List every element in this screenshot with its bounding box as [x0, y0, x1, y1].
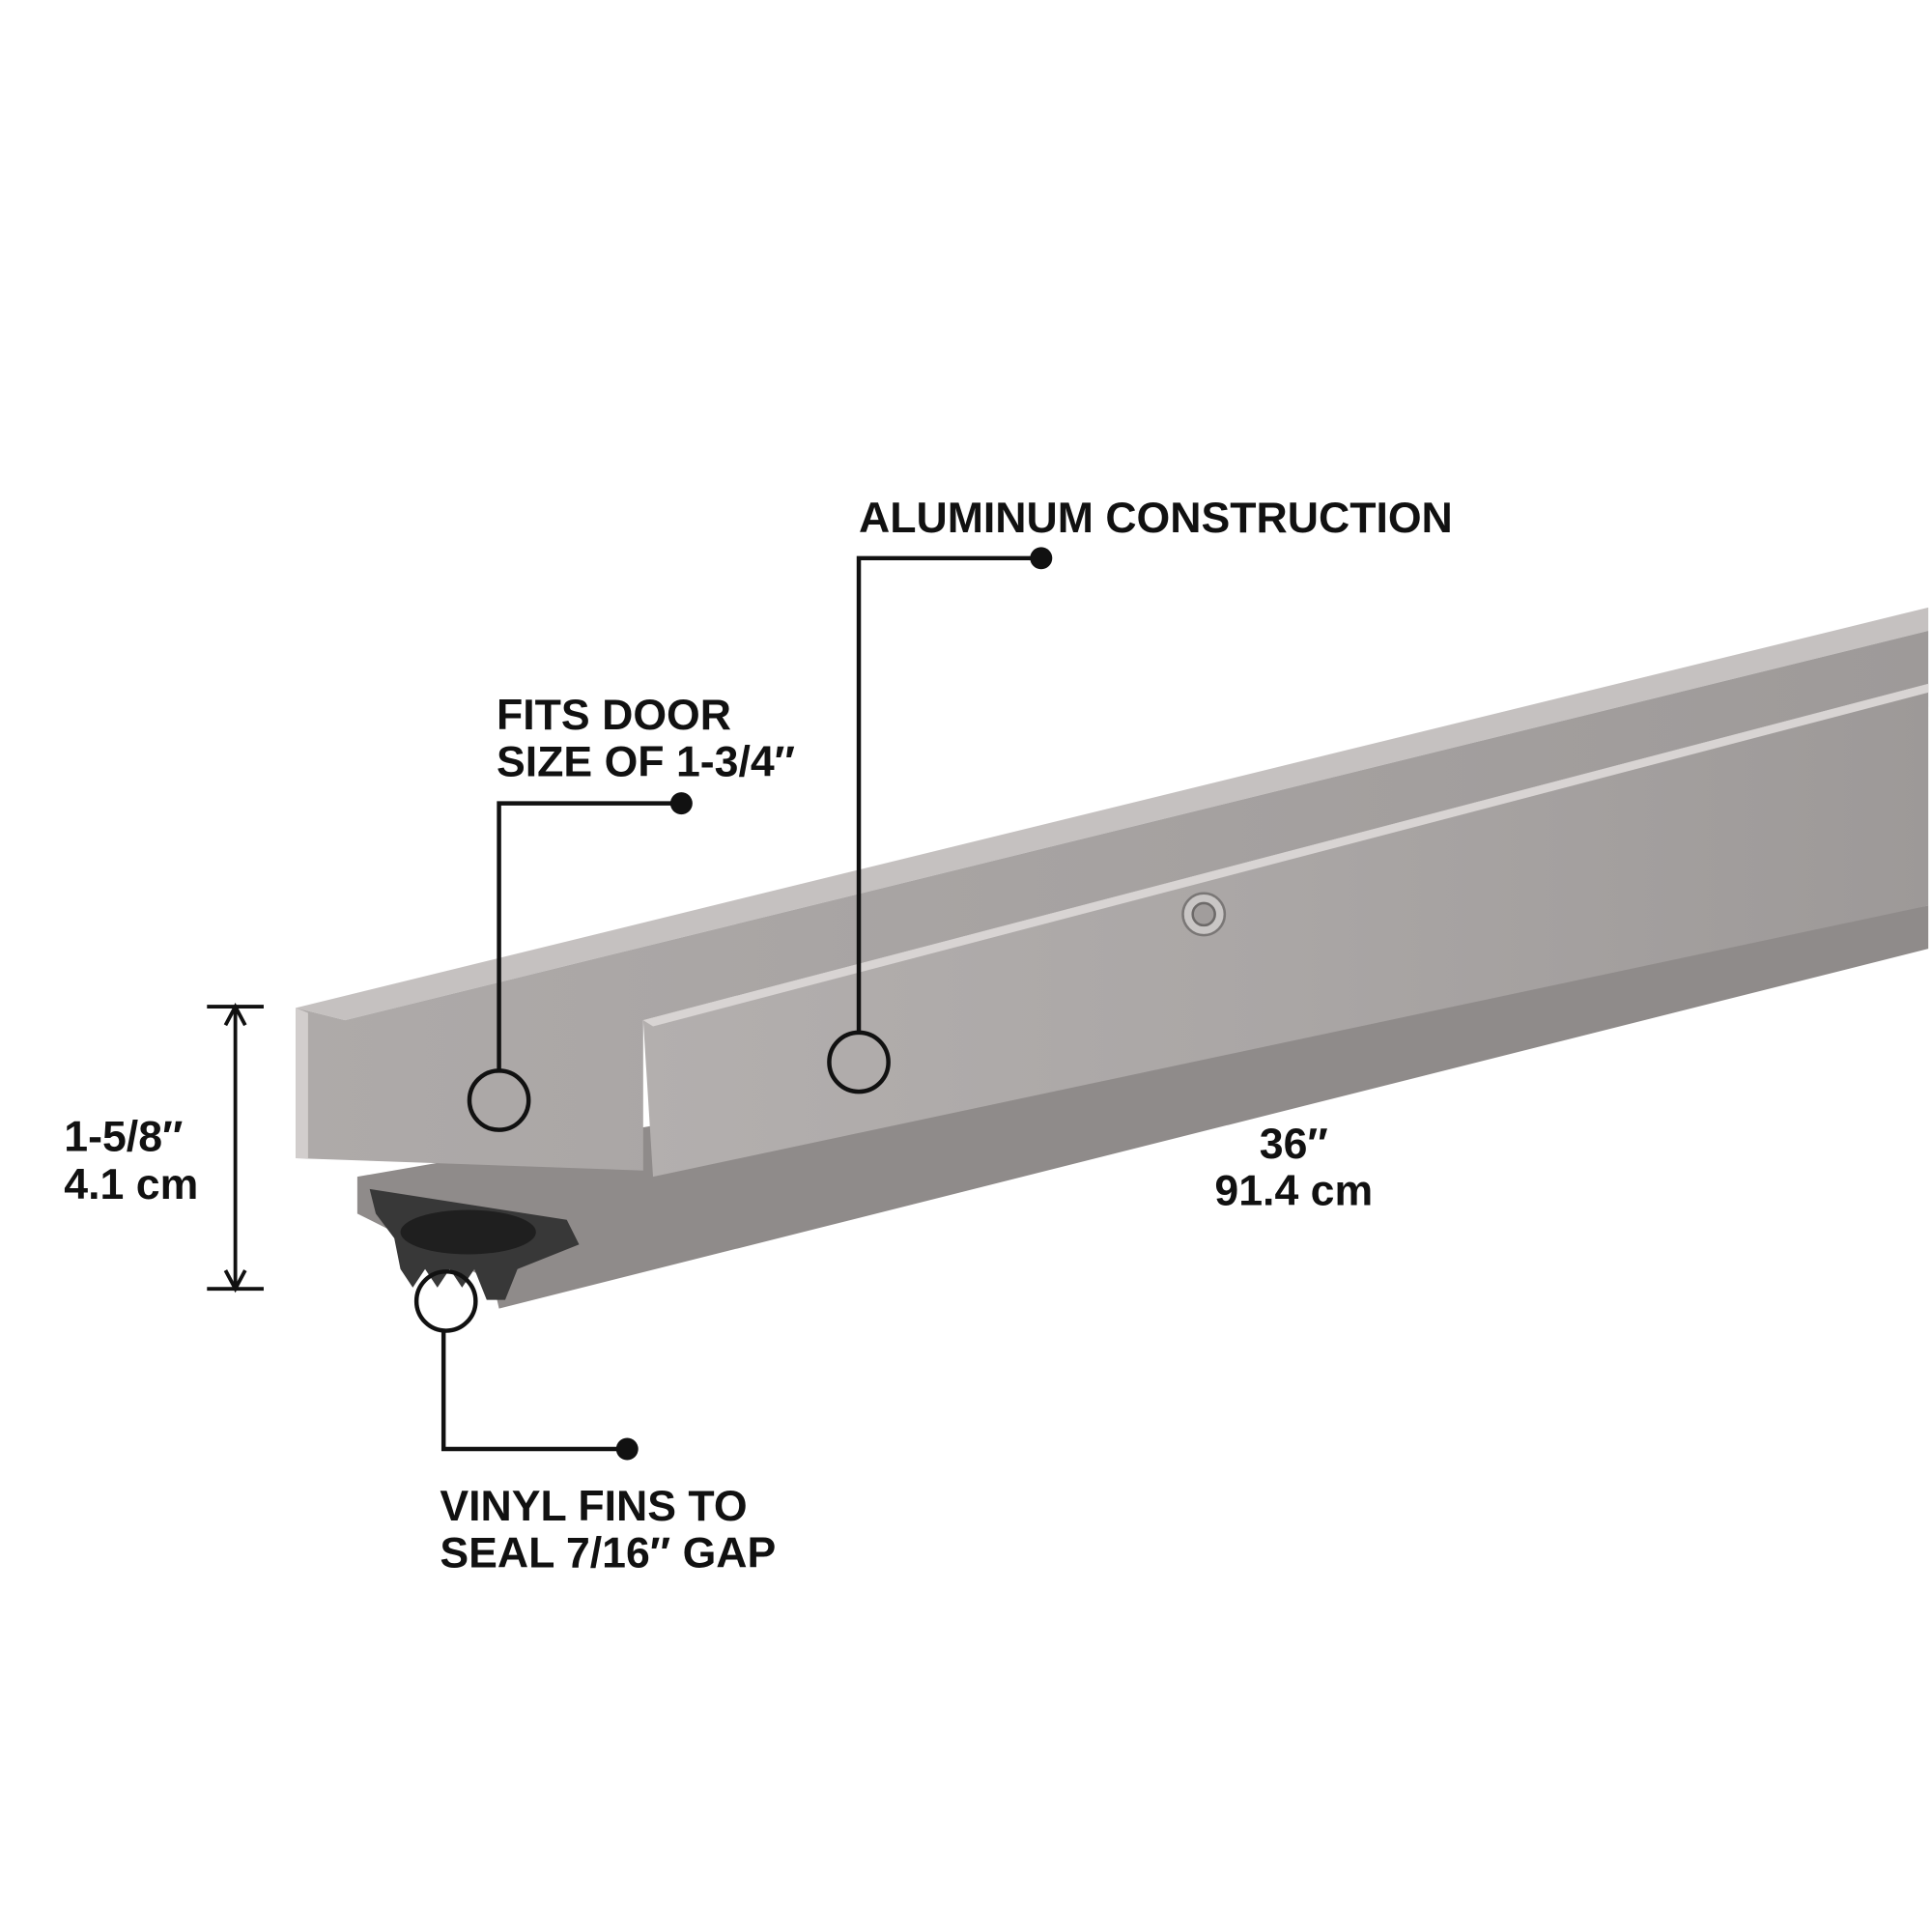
screw-icon [1181, 892, 1227, 937]
aluminum-callout-leader [827, 547, 1053, 1094]
door-size-callout-leader [467, 792, 693, 1132]
height-imperial: 1-5/8″ [64, 1113, 183, 1160]
channel-interior [296, 631, 1929, 1171]
door-size-callout-line2: SIZE OF 1-3/4″ [497, 739, 795, 786]
aluminum-callout-label: ALUMINUM CONSTRUCTION [859, 495, 1453, 542]
front-wall [642, 683, 1929, 1178]
height-dimension [207, 1003, 264, 1293]
door-sweep-product [296, 607, 1929, 1309]
length-metric: 91.4 cm [1214, 1167, 1373, 1214]
vinyl-fins [369, 1188, 580, 1300]
back-wall [296, 607, 1929, 1021]
length-imperial: 36″ [1260, 1121, 1328, 1168]
vinyl-callout-leader [413, 1269, 639, 1461]
front-wall-top-edge [642, 683, 1929, 1027]
door-size-callout-line1: FITS DOOR [497, 692, 731, 739]
height-metric: 4.1 cm [64, 1161, 198, 1208]
vinyl-callout-line1: VINYL FINS TO [440, 1483, 747, 1530]
end-face [296, 1008, 308, 1158]
bottom-rail [356, 905, 1929, 1309]
vinyl-callout-line2: SEAL 7/16″ GAP [440, 1529, 776, 1577]
